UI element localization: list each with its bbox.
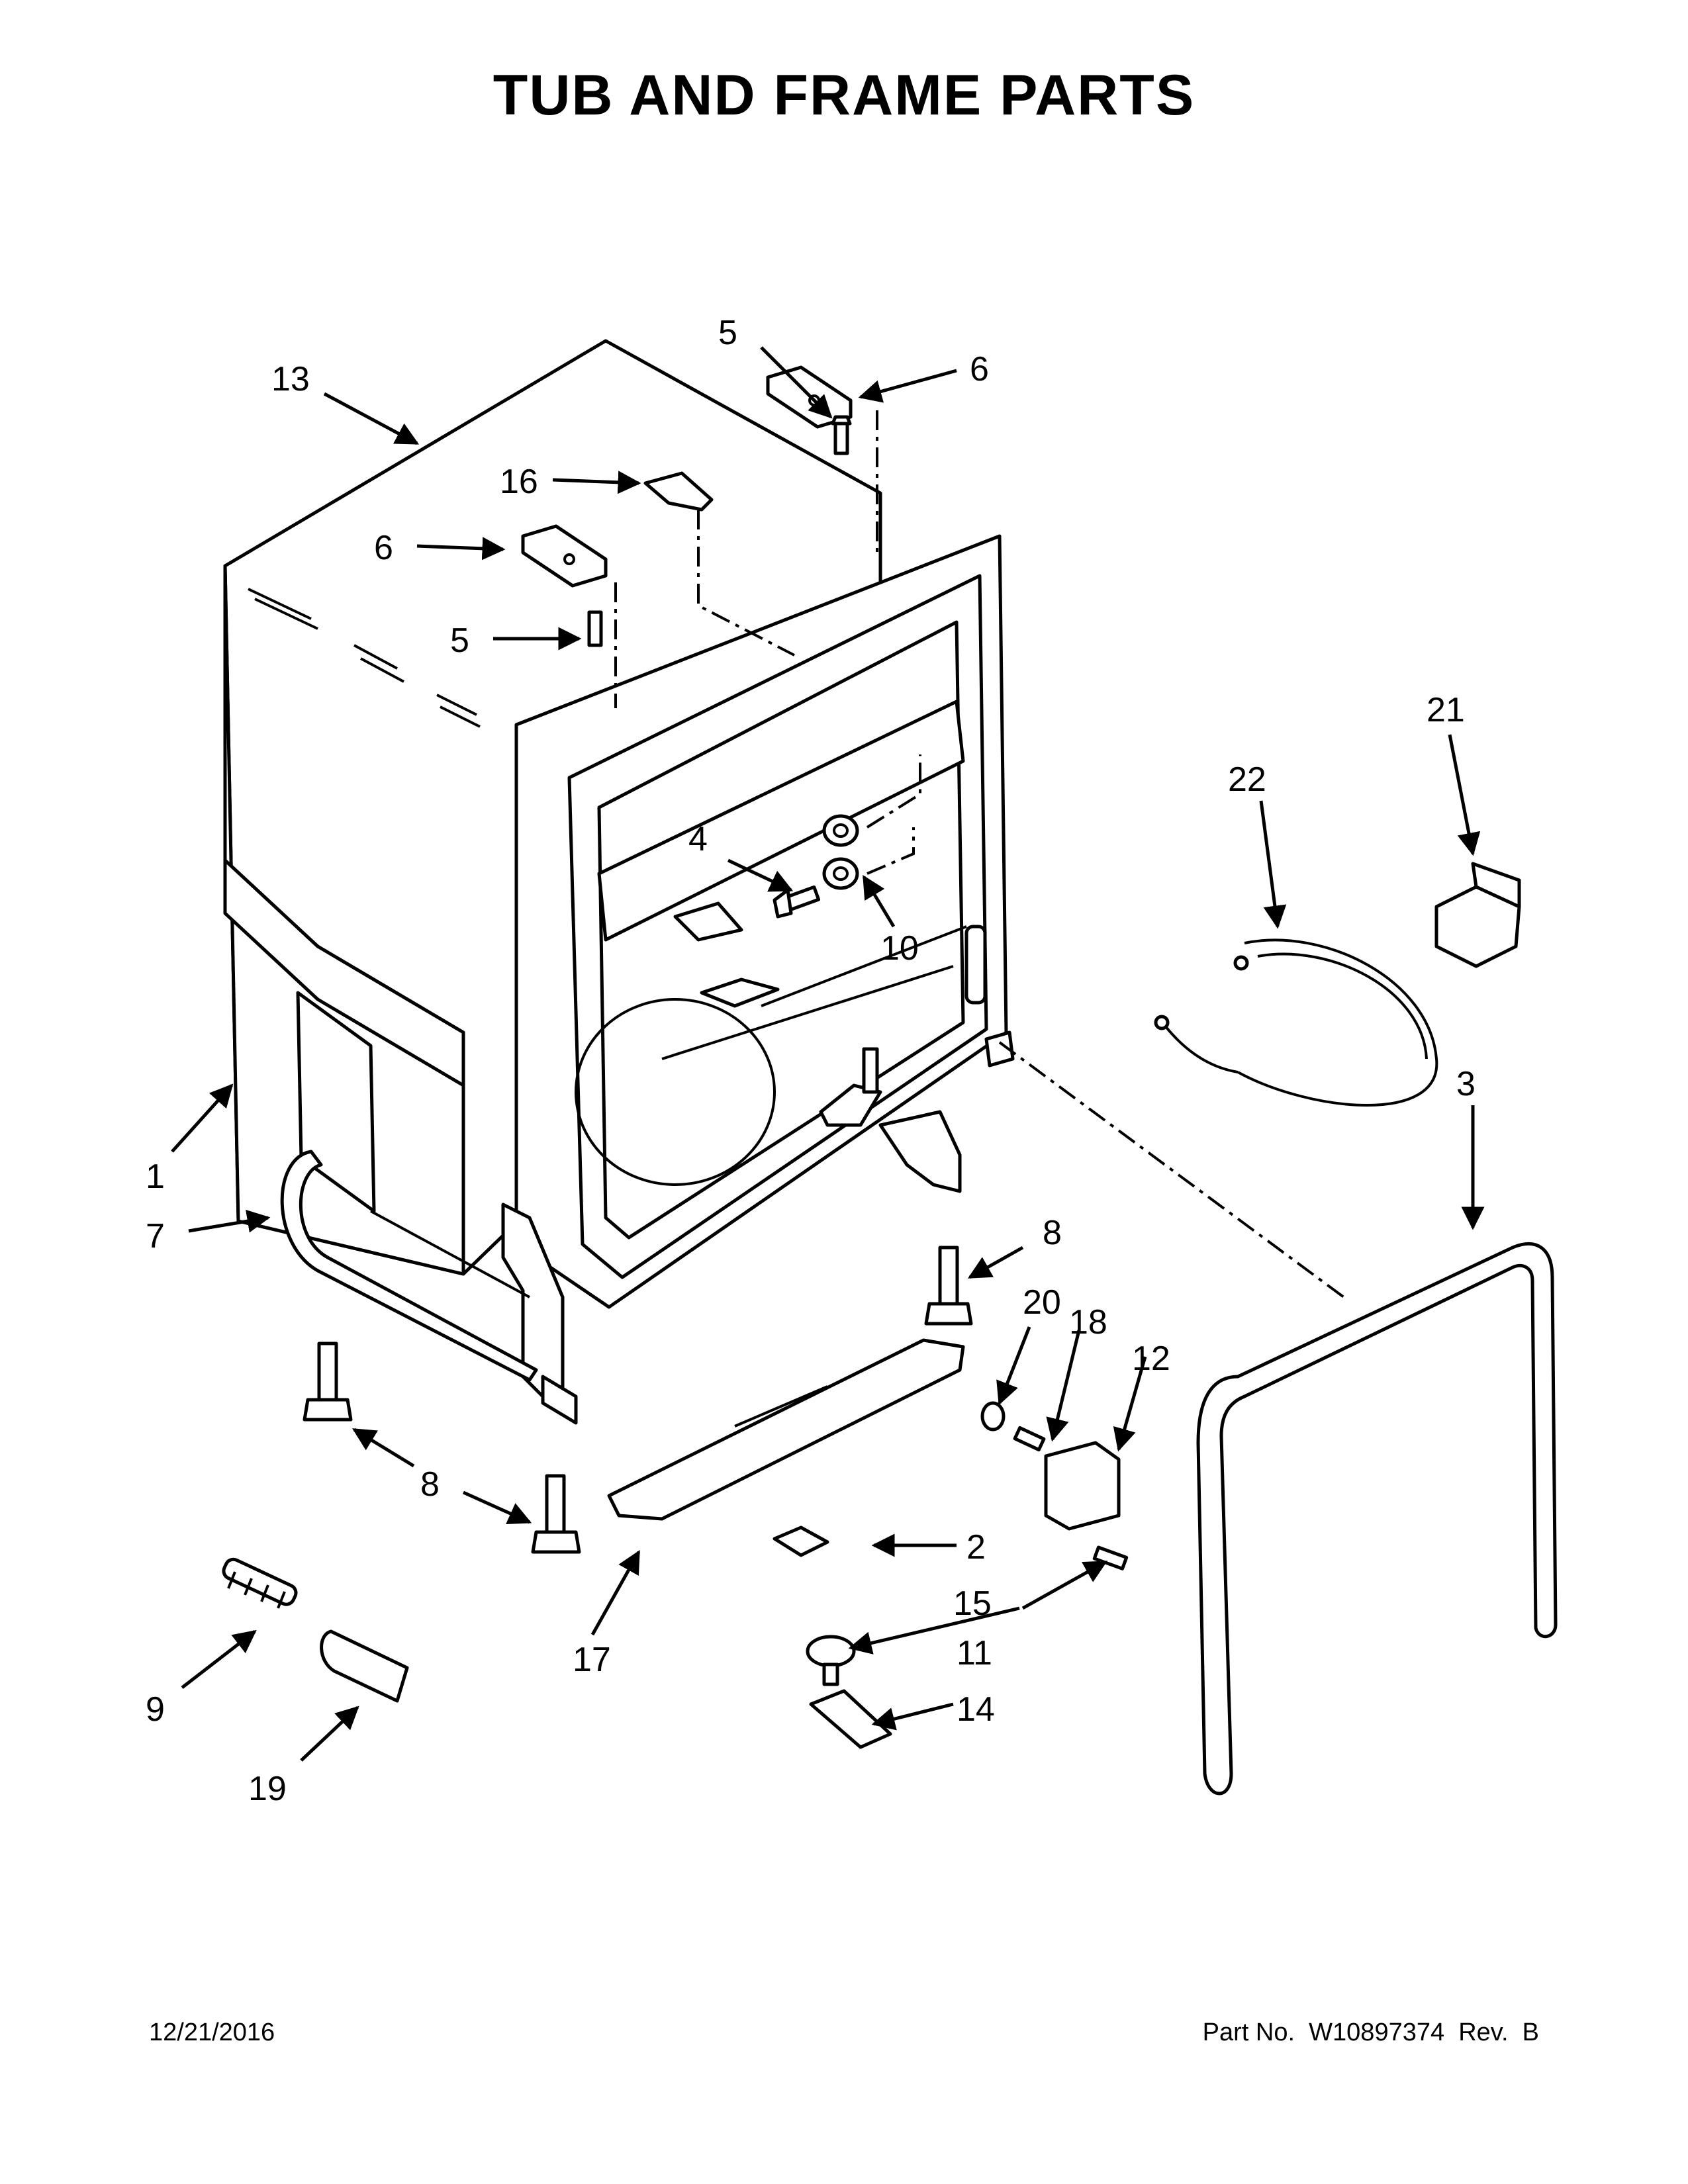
leveling-leg-left bbox=[303, 1342, 353, 1422]
thermostat-bracket bbox=[809, 1689, 892, 1749]
wire-harness bbox=[1154, 938, 1438, 1107]
callout-12: 12 bbox=[1132, 1340, 1170, 1378]
vent-clip bbox=[643, 471, 714, 512]
callout-5-top: 5 bbox=[718, 314, 737, 352]
hinge-screw-left bbox=[587, 610, 603, 647]
hinge-screw-top bbox=[831, 415, 852, 455]
callout-16: 16 bbox=[500, 463, 538, 501]
callout-3: 3 bbox=[1456, 1065, 1476, 1103]
door-gasket bbox=[1196, 1242, 1558, 1796]
footer-part-number: Part No. W10897374 Rev. B bbox=[1202, 2019, 1539, 2046]
page-title: TUB AND FRAME PARTS bbox=[492, 64, 1196, 127]
callout-8-right: 8 bbox=[1043, 1214, 1062, 1252]
callout-21: 21 bbox=[1427, 691, 1465, 729]
leveling-rail bbox=[280, 1150, 538, 1382]
callout-14: 14 bbox=[957, 1690, 995, 1729]
callout-10: 10 bbox=[880, 929, 919, 968]
callout-5-left: 5 bbox=[450, 621, 469, 660]
callout-1: 1 bbox=[146, 1158, 165, 1196]
assembly-lines bbox=[614, 410, 1345, 1298]
right-frame-bracket bbox=[878, 1110, 962, 1193]
tub-frame bbox=[514, 534, 1015, 1309]
callout-18: 18 bbox=[1069, 1303, 1107, 1342]
callout-8-bottom: 8 bbox=[420, 1465, 440, 1504]
rack-rail-stop bbox=[673, 901, 743, 942]
callout-15: 15 bbox=[953, 1584, 992, 1623]
leveling-leg-right bbox=[924, 1246, 973, 1326]
callout-9: 9 bbox=[146, 1690, 165, 1729]
rack-roller-assembly bbox=[822, 814, 859, 890]
callout-2: 2 bbox=[966, 1528, 986, 1567]
callout-4: 4 bbox=[688, 820, 708, 858]
bracket-screw-upper bbox=[1013, 1426, 1046, 1452]
callout-20: 20 bbox=[1023, 1283, 1061, 1322]
leader-arrows bbox=[171, 346, 1485, 1762]
callout-13: 13 bbox=[271, 360, 310, 398]
hinge-bracket-left bbox=[521, 524, 608, 588]
callout-11: 11 bbox=[957, 1634, 992, 1672]
leveling-leg-center bbox=[531, 1474, 581, 1554]
callout-17: 17 bbox=[573, 1641, 611, 1679]
callout-22: 22 bbox=[1228, 760, 1266, 799]
spacer-pad bbox=[773, 1525, 829, 1557]
door-latch-bracket bbox=[1434, 862, 1521, 968]
callout-19: 19 bbox=[248, 1770, 287, 1808]
callout-7: 7 bbox=[146, 1217, 165, 1255]
retainer-nut bbox=[980, 1401, 1006, 1432]
bracket-screw-lower bbox=[1092, 1545, 1129, 1570]
door-spring bbox=[222, 1557, 298, 1609]
callout-6-top: 6 bbox=[970, 350, 989, 388]
thermostat bbox=[806, 1635, 856, 1686]
mounting-bracket bbox=[1044, 1441, 1121, 1531]
callout-6-left: 6 bbox=[374, 529, 393, 567]
footer-date: 12/21/2016 bbox=[149, 2019, 275, 2046]
callout-numbers: 13 5 6 16 6 5 4 10 1 7 8 8 9 19 17 2 15 … bbox=[146, 314, 1476, 1808]
base-plate bbox=[607, 1338, 965, 1521]
rack-bolt bbox=[773, 885, 821, 919]
spring-cap bbox=[320, 1629, 409, 1703]
